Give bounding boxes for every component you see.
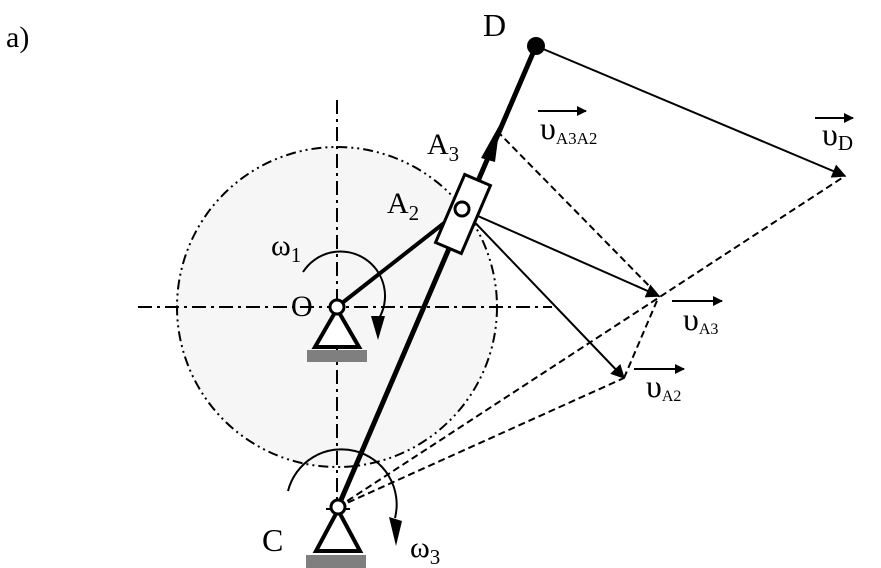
label-vA2: υA2 — [646, 368, 681, 405]
support-c — [306, 498, 366, 568]
support-o — [307, 298, 367, 362]
joint-a2 — [453, 200, 471, 218]
omega1-arrowhead — [371, 316, 385, 340]
label-omega1: ω1 — [271, 229, 301, 267]
label-a3: A3 — [427, 128, 459, 166]
omega1-arrow — [302, 250, 386, 321]
label-omega3: ω3 — [410, 531, 440, 568]
dashed-line-c-va2 — [337, 377, 625, 508]
omega3-arrowhead — [389, 517, 402, 546]
rocker-link-cd — [335, 45, 539, 508]
velocity-a3-arrow — [461, 208, 661, 298]
point-d — [527, 37, 545, 55]
figure-label: a) — [6, 21, 29, 54]
omega3-arrow — [287, 448, 398, 519]
crank-link-oa — [335, 207, 464, 309]
velocity-a3a2-arrowhead — [481, 124, 500, 162]
dashed-line-va2-va3 — [623, 295, 660, 379]
label-vA3A2: υA3A2 — [540, 110, 597, 148]
label-o: O — [291, 290, 313, 323]
label-a2: A2 — [387, 187, 419, 225]
label-d: D — [483, 7, 506, 43]
dashed-line-a3-va3 — [496, 130, 660, 297]
label-c: C — [262, 522, 283, 558]
label-vD: υD — [822, 116, 853, 155]
label-vA3: υA3 — [683, 301, 718, 338]
velocity-d-arrow — [535, 45, 847, 178]
dashed-line-c-vd — [337, 175, 846, 508]
velocity-a2-arrow — [461, 208, 625, 380]
